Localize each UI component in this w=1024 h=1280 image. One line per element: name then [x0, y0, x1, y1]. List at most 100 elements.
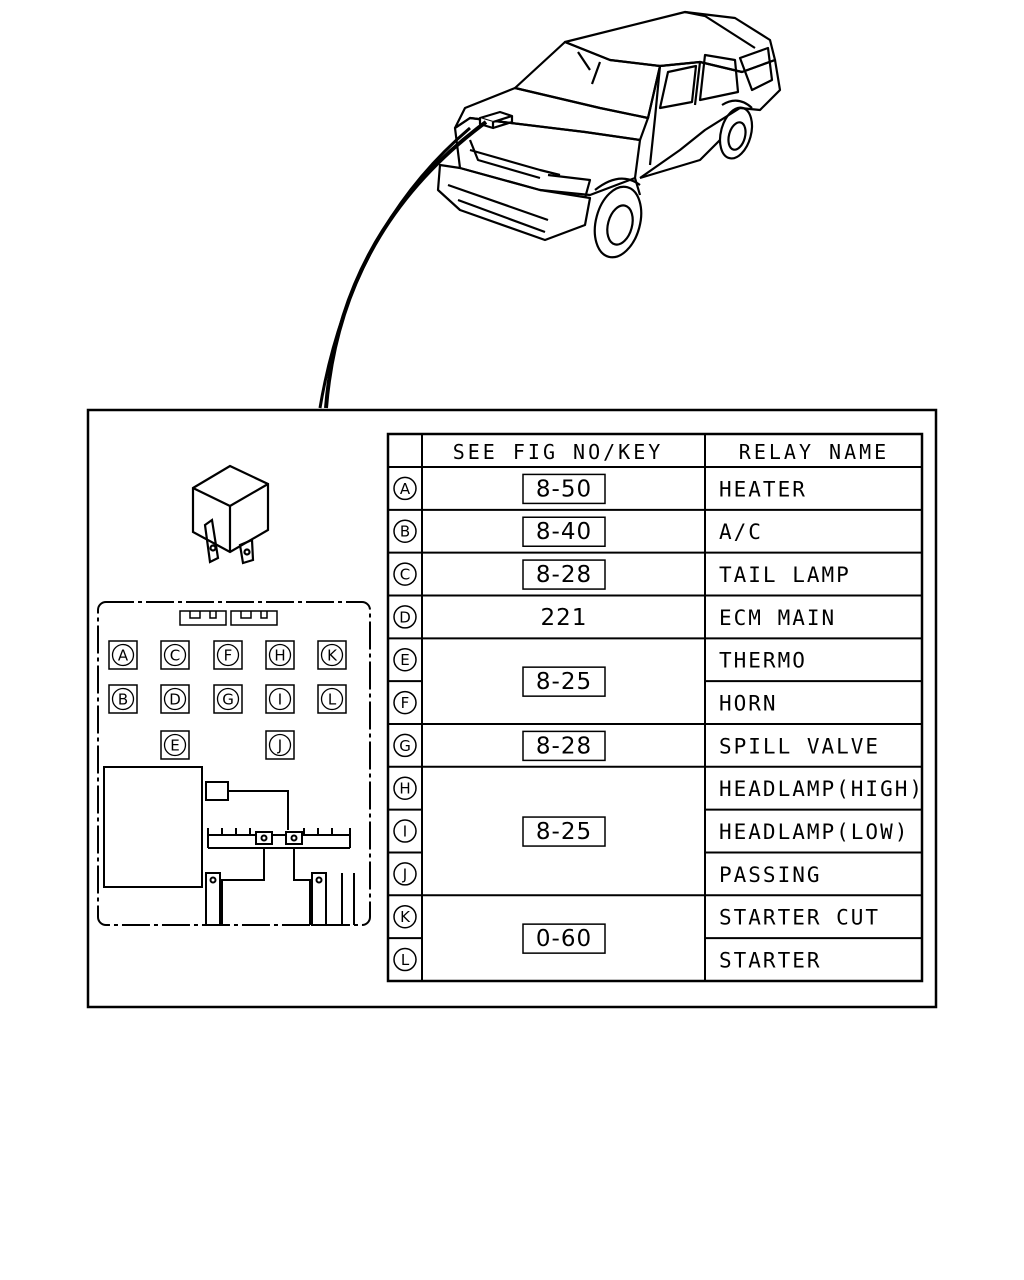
relay-name: TAIL LAMP [719, 563, 851, 587]
relay-name: HEADLAMP(HIGH) [719, 777, 924, 801]
slot-key: J [277, 737, 282, 755]
row-key: D [399, 608, 411, 626]
fig-box [522, 816, 606, 847]
fig-box [522, 923, 606, 954]
table-row: I HEADLAMP(LOW) [393, 819, 909, 844]
relay-slot: I [265, 684, 295, 714]
table-row: K STARTER CUT [393, 904, 880, 930]
relay-icon [191, 464, 270, 565]
fig-number: 8-40 [536, 519, 592, 545]
fig-cell: 8-50 [522, 473, 606, 505]
slot-key: G [222, 691, 234, 709]
relay-slot: D [160, 684, 190, 714]
fig-number: 8-28 [536, 562, 592, 588]
key-circle [393, 776, 417, 800]
row-key: C [400, 566, 410, 584]
row-key: B [400, 523, 410, 541]
slot-key: A [118, 647, 129, 665]
relay-box-layout: A C F H K B D G I L E J [97, 601, 371, 926]
key-circle [393, 647, 417, 672]
row-key: A [400, 480, 411, 498]
table-row: D ECM MAIN [393, 605, 836, 630]
fig-box [522, 473, 606, 505]
fig-number: 8-25 [536, 669, 592, 695]
vehicle-illustration [436, 10, 782, 259]
key-circle [393, 562, 417, 586]
fig-cell: 221 [541, 605, 588, 631]
slot-key: E [170, 737, 179, 755]
fig-box [522, 559, 606, 590]
table-row: F HORN [393, 690, 778, 716]
relay-slot: C [160, 640, 190, 670]
key-circle [393, 476, 417, 501]
key-circle [393, 819, 417, 843]
relay-slot: G [213, 684, 243, 714]
relay-slot: E [160, 730, 190, 760]
fig-box [522, 666, 606, 697]
key-circle [393, 605, 417, 629]
diagram-frame [86, 408, 938, 1009]
fig-cell: 8-25 [522, 816, 606, 847]
relay-name: SPILL VALVE [719, 734, 880, 758]
slot-key: D [169, 691, 181, 709]
row-key: J [402, 865, 407, 883]
relay-slot: H [265, 640, 295, 670]
key-circle [393, 733, 417, 758]
relay-name: PASSING [719, 863, 822, 887]
header-relay-name: RELAY NAME [739, 440, 889, 464]
table-row: G SPILL VALVE [393, 733, 880, 758]
row-key: G [399, 737, 411, 755]
relay-name: HEADLAMP(LOW) [719, 820, 909, 844]
fig-cell: 8-25 [522, 666, 606, 697]
relay-slot: F [213, 640, 243, 670]
fig-number: 8-50 [536, 476, 592, 502]
key-circle [393, 947, 417, 972]
leader-line [324, 120, 488, 409]
row-key: L [401, 951, 410, 969]
row-key: F [401, 694, 410, 712]
slot-key: C [170, 647, 180, 665]
slot-key: F [224, 647, 233, 665]
fig-number: 8-25 [536, 819, 592, 845]
key-circle [393, 519, 417, 543]
slot-key: H [274, 647, 285, 665]
relay-name: HORN [719, 692, 778, 716]
key-circle [393, 862, 417, 886]
row-key: E [400, 651, 409, 669]
fig-cell: 0-60 [522, 923, 606, 954]
slot-key: K [327, 647, 338, 665]
fig-cell: 8-40 [522, 516, 606, 547]
fig-number: 221 [541, 605, 588, 631]
row-key: I [403, 823, 407, 841]
key-circle [393, 690, 417, 715]
relay-name: A/C [719, 520, 763, 544]
relay-name: THERMO [719, 649, 807, 673]
row-key: H [399, 780, 410, 798]
fig-number: 0-60 [536, 926, 592, 952]
relay-name: ECM MAIN [719, 606, 836, 630]
relay-slot: B [108, 684, 138, 714]
relay-slot: K [317, 640, 347, 670]
slot-key: L [328, 691, 337, 709]
table-row: B A/C [393, 519, 763, 544]
relay-slot: A [108, 640, 138, 670]
table-row: H HEADLAMP(HIGH) [393, 776, 924, 801]
key-circle [393, 904, 417, 929]
table-row: E THERMO [393, 647, 807, 673]
header-fig: SEE FIG NO/KEY [453, 440, 664, 464]
slot-key: I [278, 691, 282, 709]
table-row: C TAIL LAMP [393, 562, 851, 587]
relay-slot: J [265, 730, 295, 760]
fig-box [522, 516, 606, 547]
row-key: K [400, 908, 411, 926]
fig-number: 8-28 [536, 733, 592, 759]
fig-cell: 8-28 [522, 559, 606, 590]
relay-slot: L [317, 684, 347, 714]
slot-key: B [118, 691, 128, 709]
relay-name: STARTER CUT [719, 906, 880, 930]
table-row: J PASSING [393, 862, 822, 887]
